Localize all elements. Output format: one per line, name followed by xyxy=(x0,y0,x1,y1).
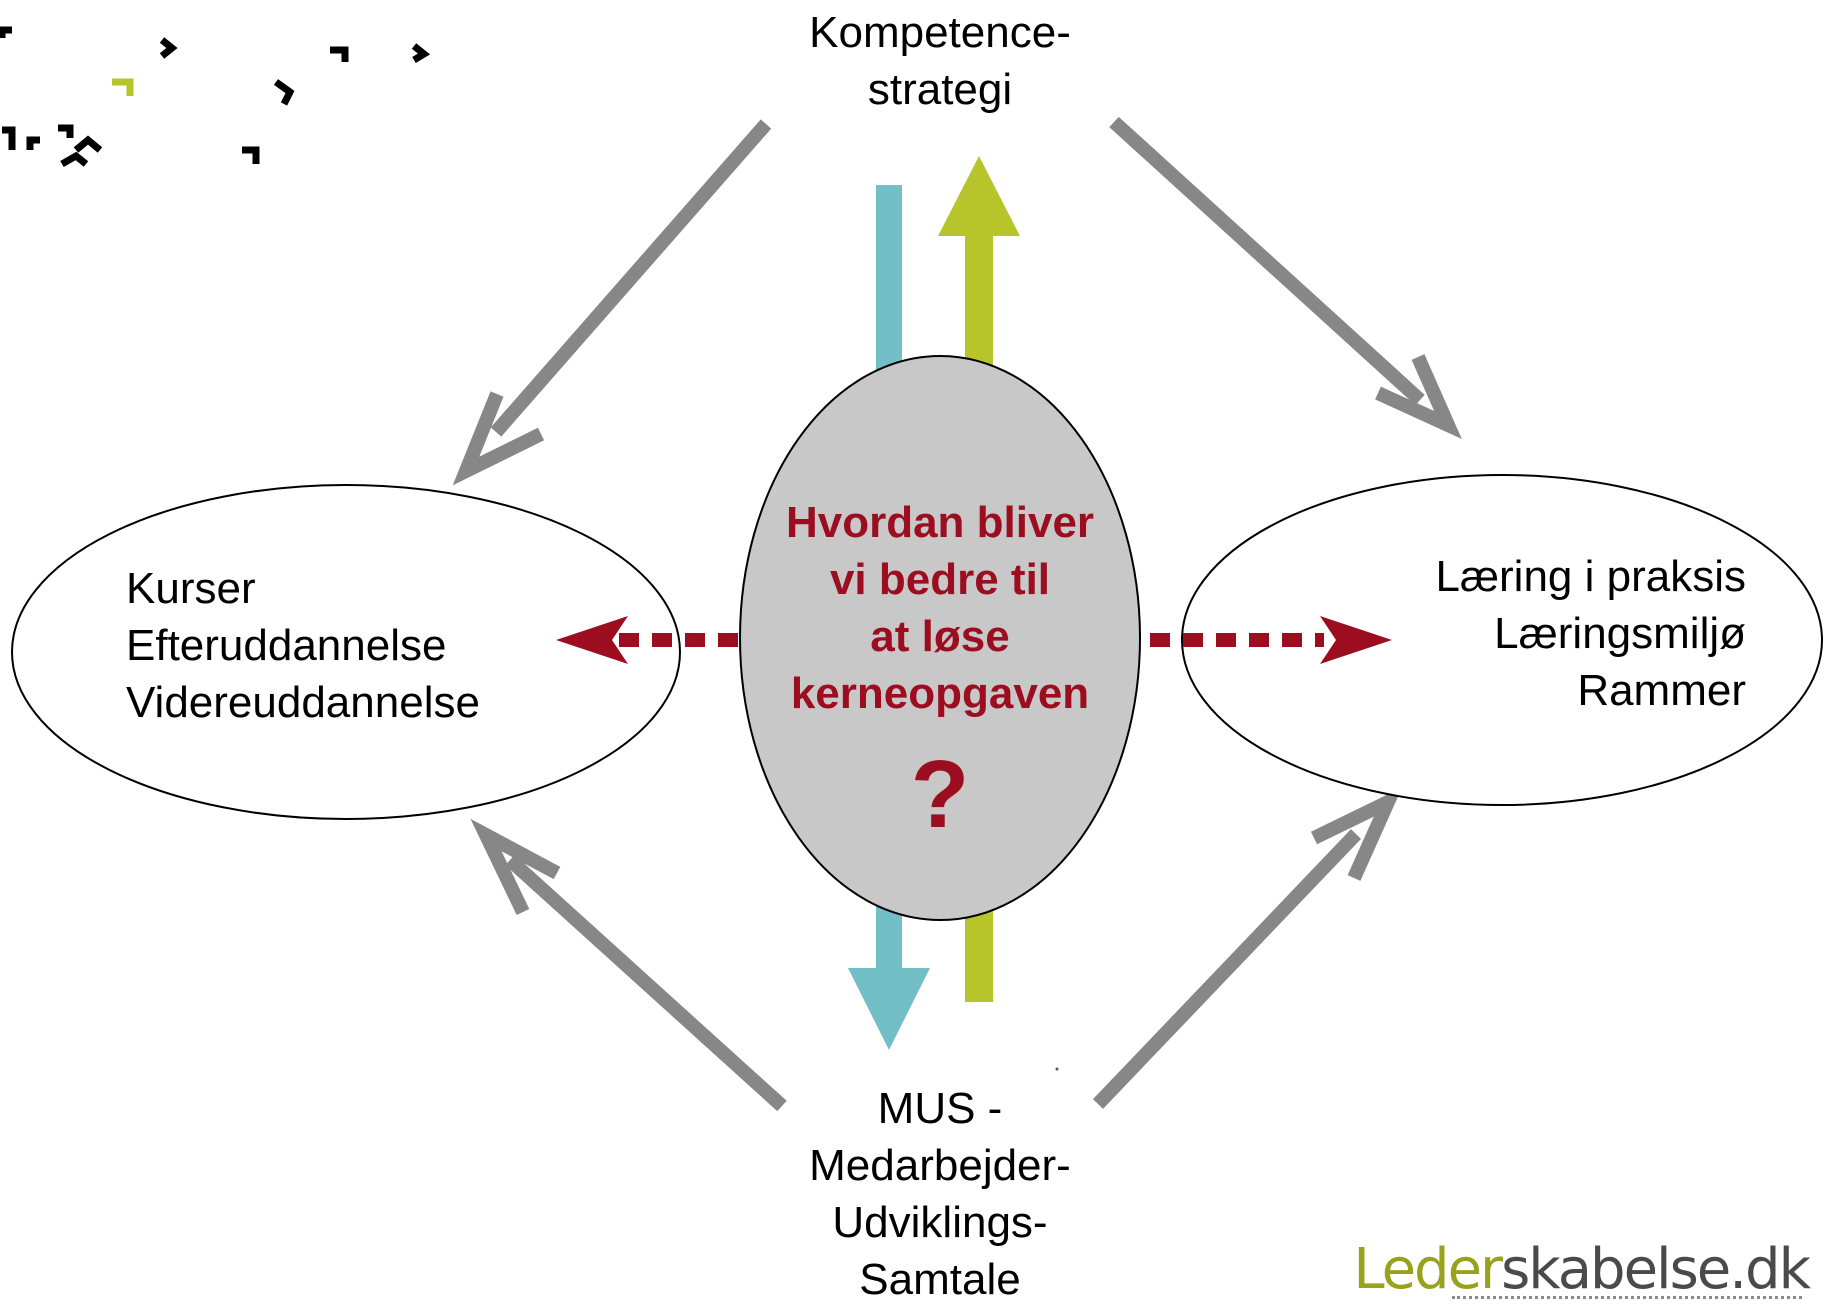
arrow-bottom-to-left xyxy=(505,854,787,1112)
arrow-bottom-to-right xyxy=(1092,829,1362,1109)
stray-dot xyxy=(1055,1067,1059,1071)
node-bottom-line-2: Medarbejder- xyxy=(809,1141,1071,1190)
center-line-3: at løse xyxy=(870,612,1010,661)
center-line-4: kerneopgaven xyxy=(790,669,1090,718)
center-line-1: Hvordan bliver xyxy=(785,498,1095,547)
arrowhead-top-to-left xyxy=(452,391,545,486)
right-ellipse xyxy=(1181,474,1823,806)
node-top-line-2: strategi xyxy=(867,65,1013,114)
node-left-line-3: Videreuddannelse xyxy=(126,678,480,727)
arrowhead-bottom-to-left xyxy=(470,818,561,916)
logo-part-skabelse: skabelse.dk xyxy=(1501,1237,1811,1302)
center-line-2: vi bedre til xyxy=(829,555,1051,604)
corner-artifact-green xyxy=(112,78,134,96)
center-ellipse xyxy=(739,355,1141,921)
node-left-kurser: Kurser Efteruddannelse Videreuddannelse xyxy=(126,560,546,731)
node-right-line-3: Rammer xyxy=(1577,666,1746,715)
center-question-mark: ? xyxy=(910,741,970,848)
logo-dotted-underline xyxy=(1452,1296,1802,1303)
node-bottom-mus: MUS - Medarbejder- Udviklings- Samtale xyxy=(740,1080,1140,1308)
dotted-arrowhead-left xyxy=(556,616,628,664)
gray-arrows xyxy=(452,116,1462,1112)
node-right-laering: Læring i praksis Læringsmiljø Rammer xyxy=(1300,548,1746,719)
node-left-line-2: Efteruddannelse xyxy=(126,621,447,670)
left-ellipse xyxy=(11,484,681,820)
logo-lederskabelse: Lederskabelse.dk xyxy=(1353,1237,1811,1302)
node-top-line-1: Kompetence- xyxy=(809,8,1071,57)
node-top-kompetencestrategi: Kompetence- strategi xyxy=(740,4,1140,118)
arrow-top-to-right xyxy=(1109,116,1425,406)
node-right-line-1: Læring i praksis xyxy=(1435,552,1746,601)
arrow-top-to-left xyxy=(490,119,772,437)
node-right-line-2: Læringsmiljø xyxy=(1494,609,1746,658)
dotted-arrowhead-right xyxy=(1320,616,1392,664)
logo-part-leder: Leder xyxy=(1353,1237,1503,1302)
arrowhead-bottom-to-right xyxy=(1310,787,1403,881)
corner-artifacts xyxy=(0,26,431,168)
center-question: Hvordan bliver vi bedre til at løse kern… xyxy=(740,494,1140,722)
node-left-line-1: Kurser xyxy=(126,564,256,613)
node-bottom-line-4: Samtale xyxy=(859,1255,1021,1304)
red-dotted-arrows xyxy=(556,616,1392,664)
node-bottom-line-1: MUS - xyxy=(877,1084,1003,1133)
arrowhead-top-to-right xyxy=(1375,354,1462,440)
node-bottom-line-3: Udviklings- xyxy=(832,1198,1048,1247)
